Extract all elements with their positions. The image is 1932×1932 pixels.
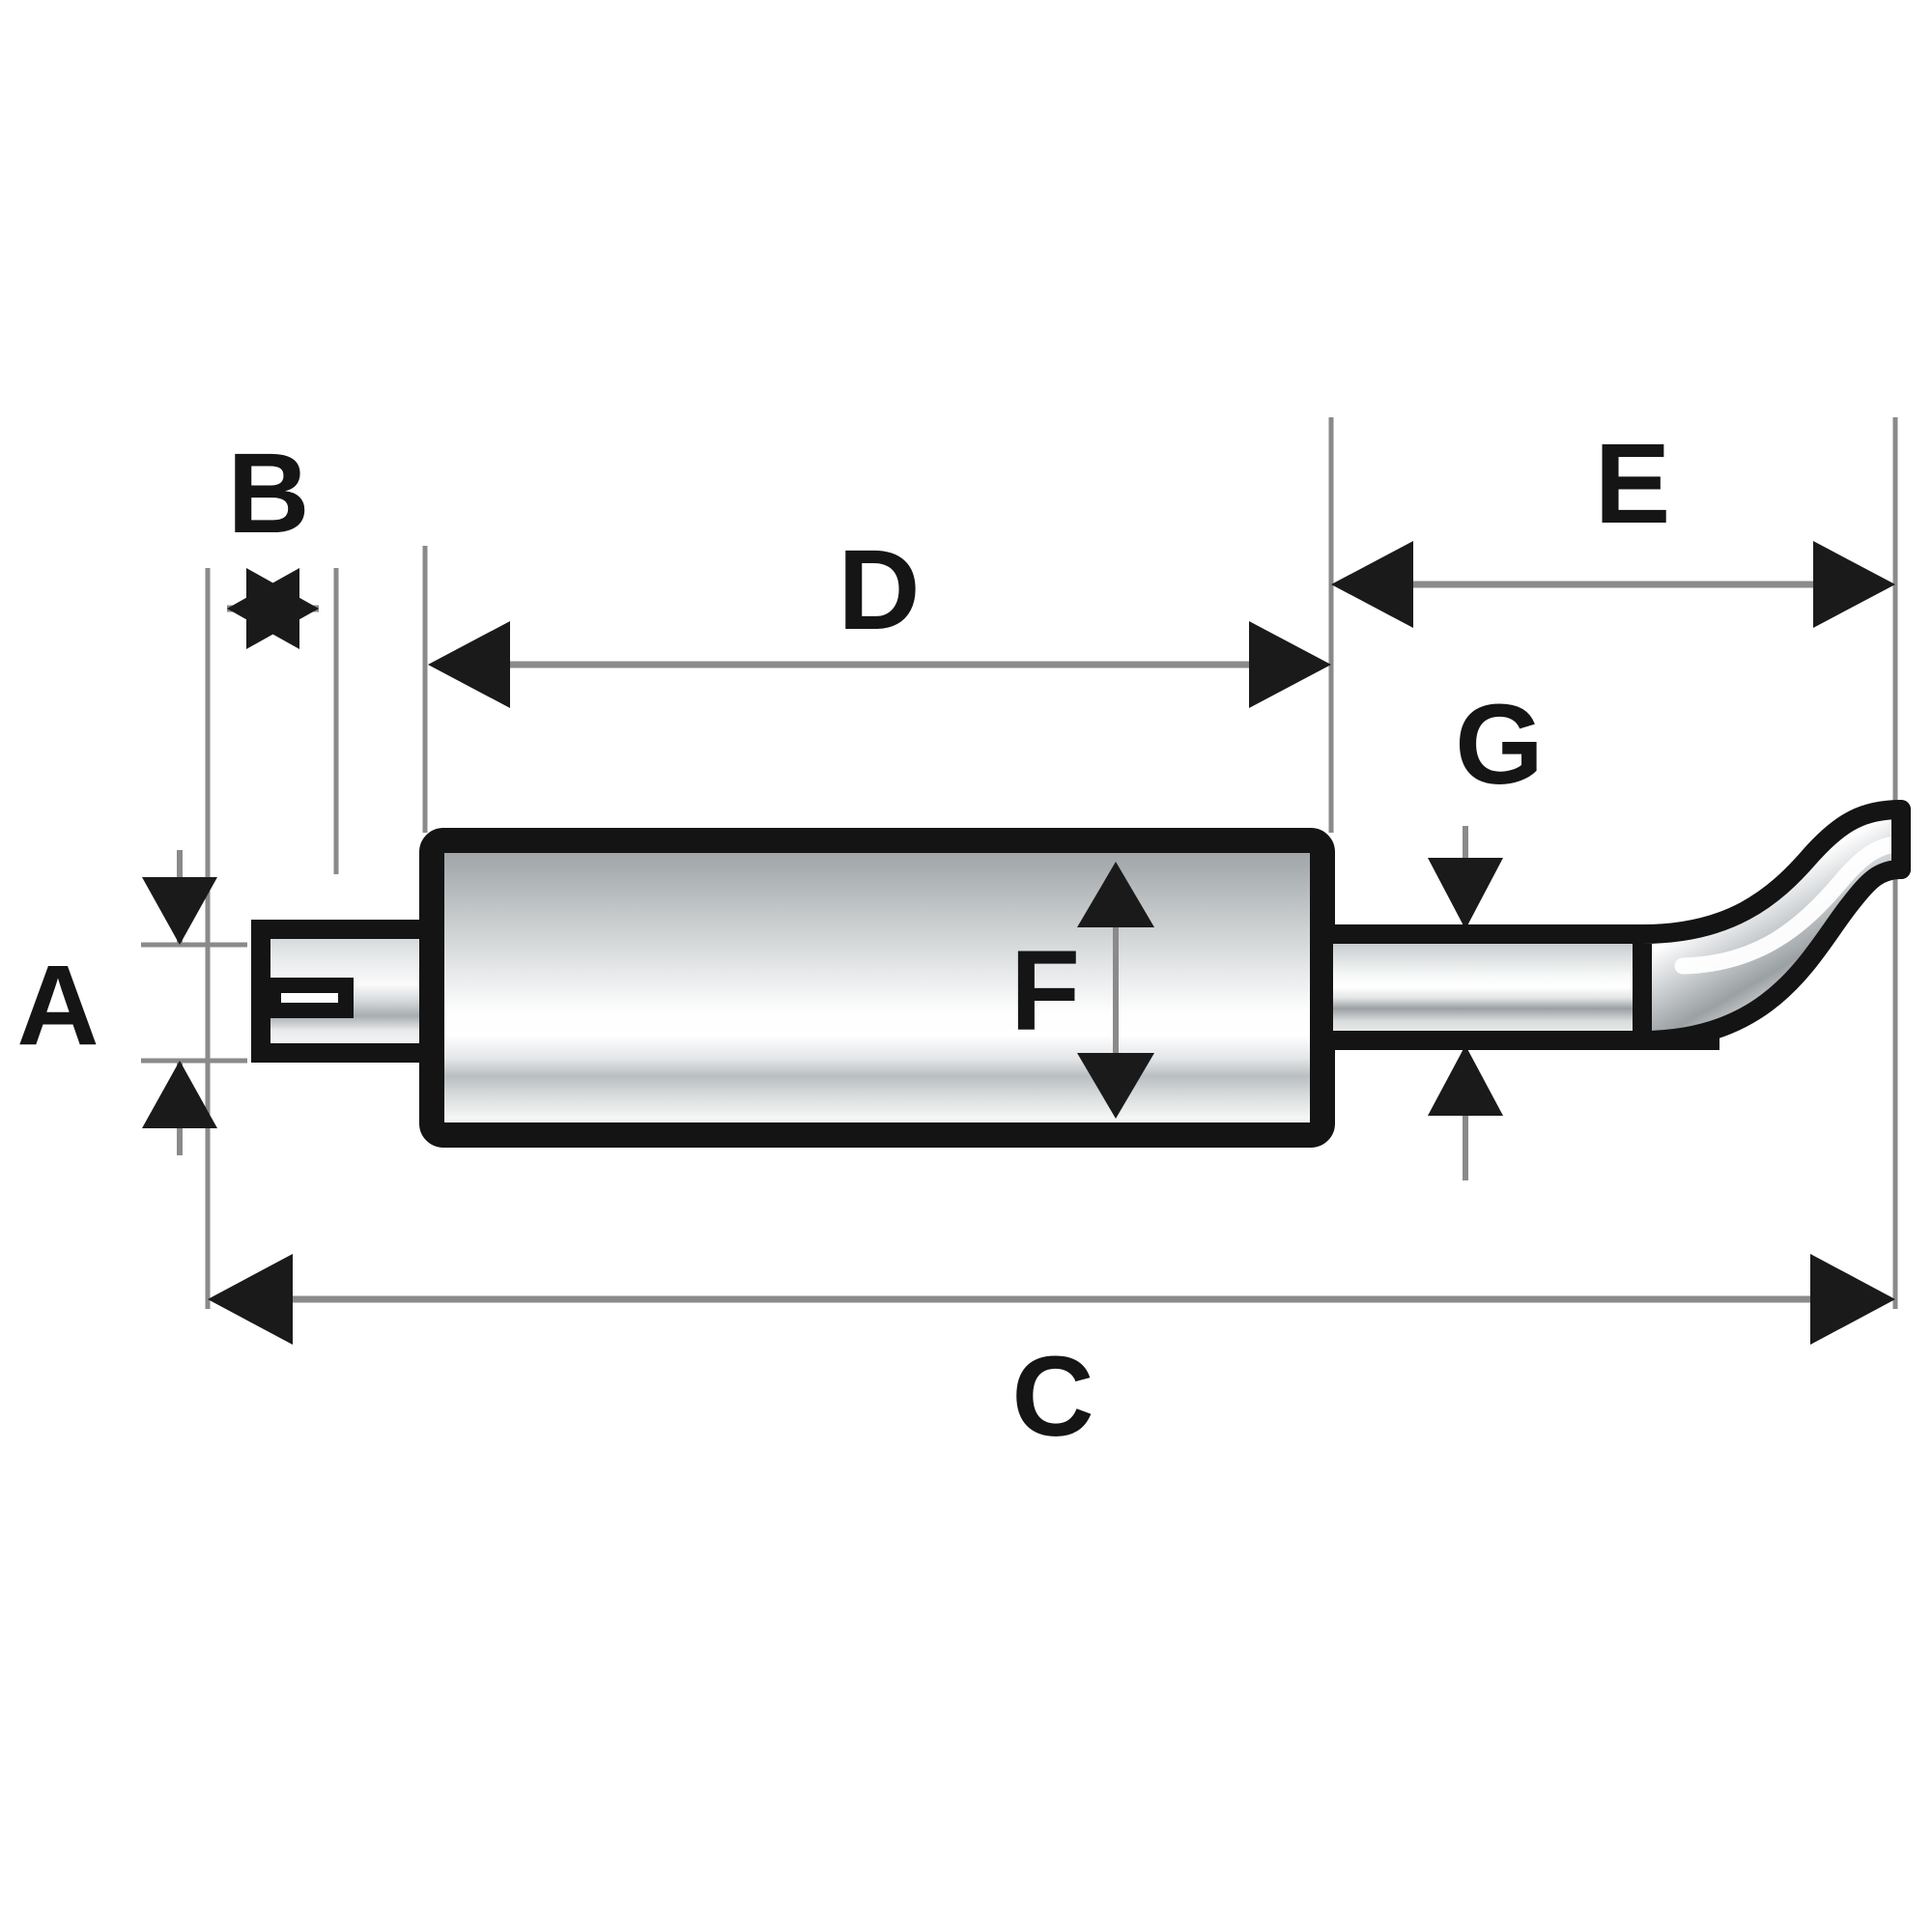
inlet-pipe bbox=[251, 920, 449, 1063]
dim-label-a: A bbox=[16, 942, 99, 1069]
muffler-body bbox=[419, 828, 1335, 1148]
arrow-g-bottom bbox=[1428, 1045, 1503, 1116]
arrow-b-right bbox=[246, 568, 319, 649]
tailpipe-curve-shape bbox=[1633, 800, 1911, 1050]
inlet-pipe-slot bbox=[266, 978, 354, 1018]
tailpipe-curved-tip bbox=[1633, 800, 1911, 1050]
dim-label-b: B bbox=[227, 430, 309, 557]
arrow-c-right bbox=[1810, 1254, 1895, 1345]
arrow-f-top bbox=[1077, 862, 1154, 927]
dimension-e: E bbox=[1331, 420, 1895, 628]
dim-label-d: D bbox=[838, 526, 920, 654]
dimension-g: G bbox=[1428, 681, 1544, 1180]
arrow-a-bottom bbox=[142, 1061, 217, 1128]
dimension-c: C bbox=[208, 1254, 1895, 1461]
arrow-g-top bbox=[1428, 858, 1503, 929]
dim-label-c: C bbox=[1011, 1333, 1094, 1461]
arrow-d-left bbox=[428, 621, 510, 708]
dimension-a: A bbox=[16, 850, 217, 1155]
muffler-body-shell bbox=[419, 828, 1335, 1148]
arrow-c-left bbox=[208, 1254, 293, 1345]
arrow-e-right bbox=[1813, 541, 1895, 628]
tailpipe-curve-highlight bbox=[1674, 836, 1904, 975]
dim-label-f: F bbox=[1010, 927, 1080, 1055]
arrow-a-top bbox=[142, 877, 217, 945]
arrow-e-left bbox=[1331, 541, 1413, 628]
dim-label-g: G bbox=[1455, 681, 1544, 809]
arrow-d-right bbox=[1249, 621, 1331, 708]
dimension-b: B bbox=[227, 430, 319, 649]
dimension-f: F bbox=[1010, 862, 1154, 1119]
dimension-d: D bbox=[428, 526, 1331, 708]
dim-label-e: E bbox=[1595, 420, 1671, 548]
arrow-f-bottom bbox=[1077, 1053, 1154, 1119]
